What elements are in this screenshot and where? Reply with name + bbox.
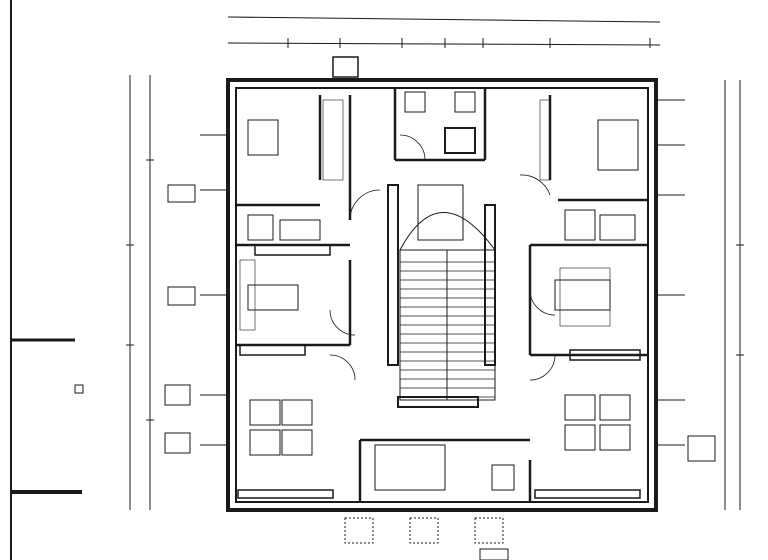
dimension-lines — [129, 16, 741, 510]
door-swings — [329, 134, 556, 381]
label-tags — [164, 184, 716, 560]
exterior-wall-inner — [235, 87, 649, 503]
column-grid-markers — [200, 99, 685, 446]
dimension-ticks — [126, 38, 744, 421]
lobby — [399, 91, 496, 251]
staircase — [387, 184, 496, 408]
marker-box — [74, 384, 84, 394]
entrance-box — [332, 56, 359, 78]
furniture — [239, 99, 639, 491]
stair-treads — [400, 261, 495, 398]
window-bands — [237, 244, 641, 499]
